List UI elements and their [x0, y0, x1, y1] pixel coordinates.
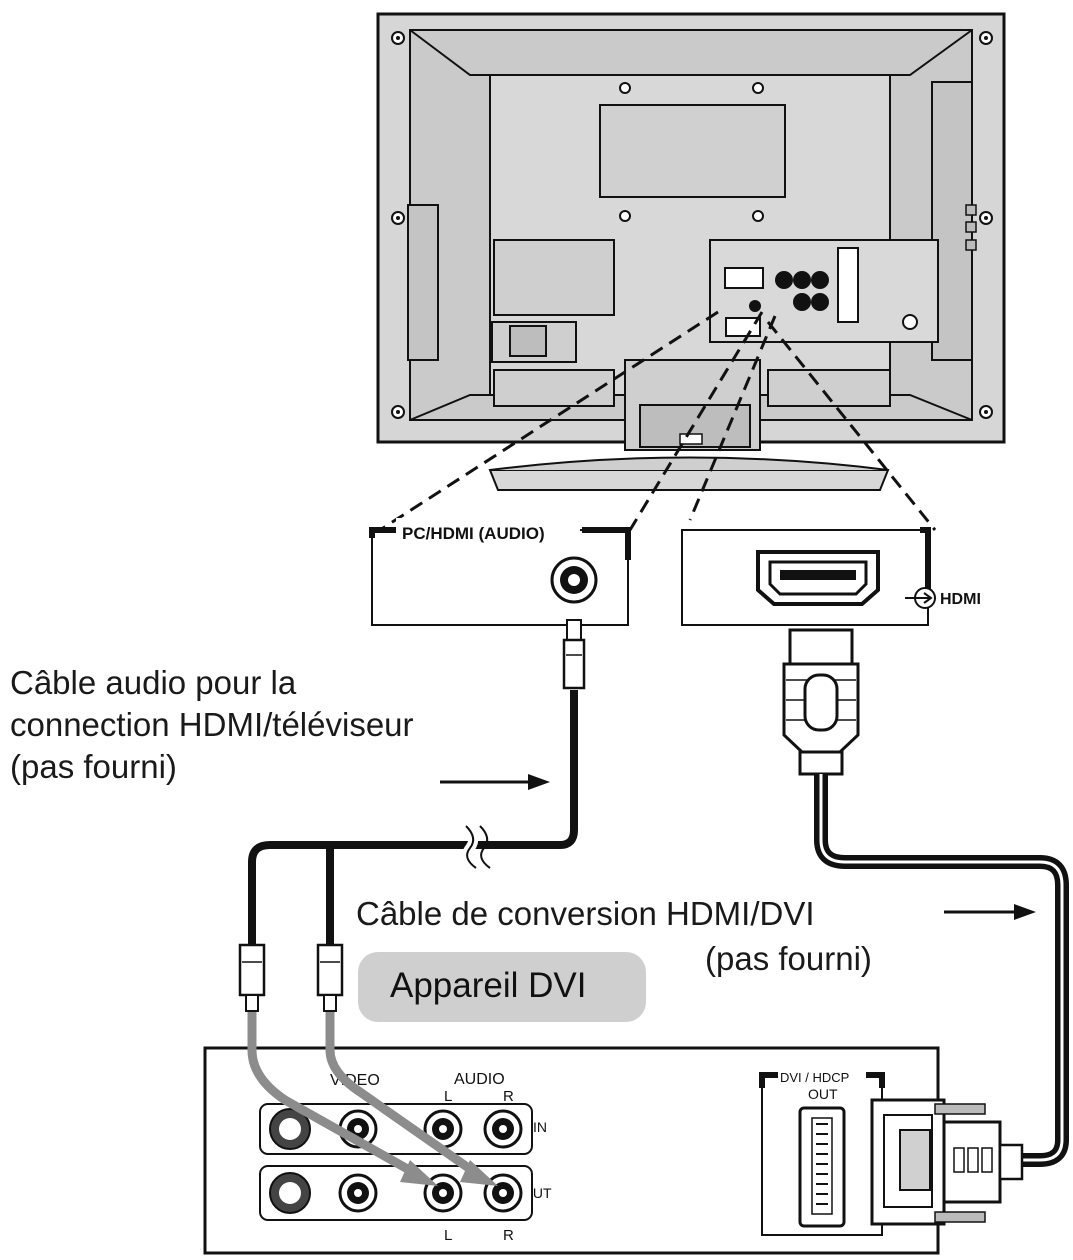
zoom-callout-lines	[379, 310, 937, 532]
hdmi-panel: HDMI	[681, 527, 981, 626]
device-name-badge	[358, 952, 646, 1022]
out-r-label: R	[503, 1227, 514, 1244]
audio-caption-line-1: Câble audio pour la	[10, 664, 297, 701]
vga-port-icon	[724, 267, 764, 289]
device-name-label: Appareil DVI	[390, 966, 587, 1005]
audio-caption-line-2: connection HDMI/téléviseur	[10, 706, 414, 743]
audio-jack-icon	[550, 556, 598, 604]
hdmi-port-icon	[725, 317, 761, 337]
dvi-port-icon	[798, 1106, 846, 1228]
conversion-cable-arrow	[944, 904, 1036, 920]
audio-r-label: R	[503, 1088, 514, 1105]
rca-plug-icon	[238, 943, 344, 1012]
audio-label: AUDIO	[454, 1071, 505, 1088]
pc-hdmi-audio-label: PC/HDMI (AUDIO)	[402, 524, 545, 543]
svideo-jack-icon	[269, 1108, 311, 1214]
hdmi-dvi-cable	[782, 628, 1069, 1167]
audio-cable-caption: Câble audio pour la connection HDMI/télé…	[10, 662, 414, 788]
out-l-label: L	[444, 1227, 452, 1244]
dvi-out-label: OUT	[808, 1086, 838, 1102]
audio-cable-arrow	[440, 774, 550, 790]
rca-jacks-icon	[775, 271, 829, 311]
dvi-plug-icon	[870, 1098, 1024, 1226]
audio-jack-icon	[749, 300, 761, 312]
dvi-hdcp-label: DVI / HDCP	[780, 1070, 849, 1085]
input-arrow-icon	[905, 587, 936, 609]
hdmi-port-icon	[756, 550, 880, 606]
tv-stand	[488, 359, 890, 491]
scart-port-icon	[837, 247, 859, 323]
tv-back	[376, 12, 1006, 491]
audio-caption-line-3: (pas fourni)	[10, 748, 177, 785]
in-label: IN	[533, 1119, 547, 1135]
dvi-device: VIDEO AUDIO L R IN OUT L R	[203, 1012, 1024, 1255]
audio-cable	[238, 619, 586, 1012]
conversion-cable-caption: Câble de conversion HDMI/DVI	[356, 895, 815, 932]
connection-arrow	[247, 1012, 498, 1186]
conversion-cable-caption-line-2: (pas fourni)	[705, 940, 872, 977]
screw-icon	[391, 31, 993, 419]
hdmi-label: HDMI	[940, 591, 981, 608]
mount-hole-icon	[619, 82, 764, 222]
pc-hdmi-audio-panel: PC/HDMI (AUDIO)	[369, 518, 631, 626]
audio-l-label: L	[444, 1088, 452, 1105]
rca-jack-icon	[338, 1109, 523, 1213]
